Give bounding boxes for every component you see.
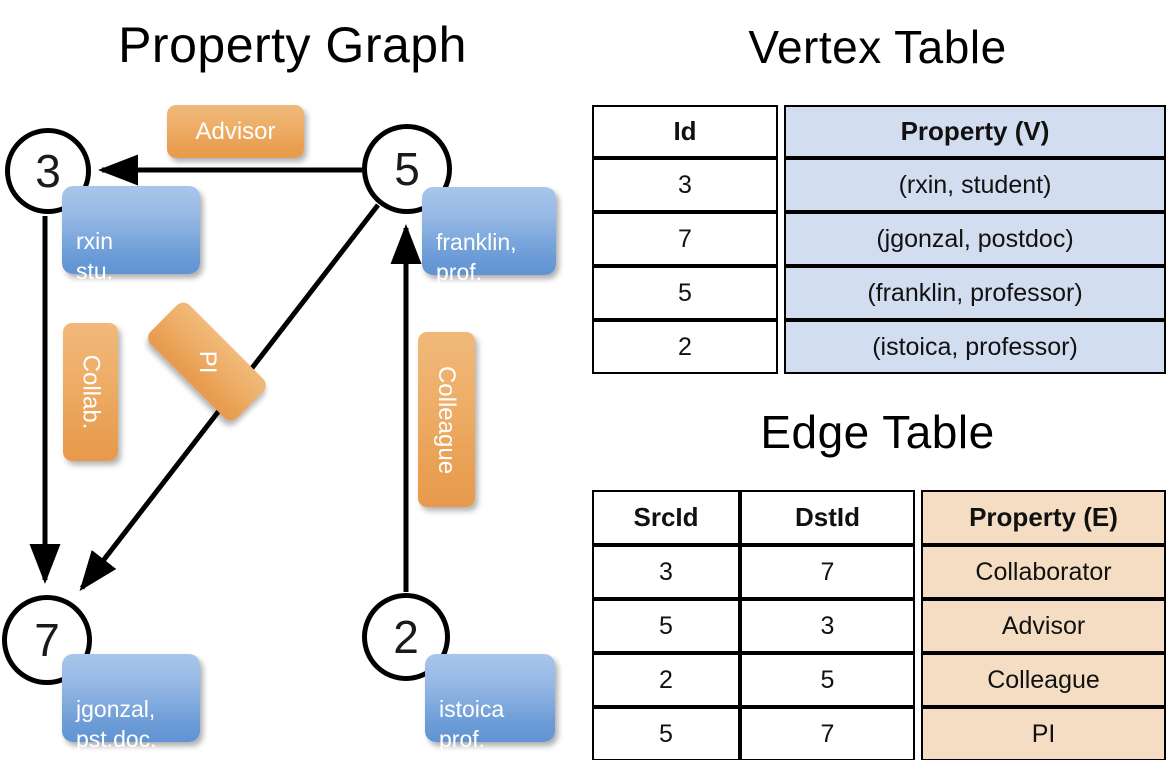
vertex-table-cell-property: (rxin, student) — [898, 170, 1052, 199]
graph-node-5-label: 5 — [394, 143, 420, 195]
edge-label-advisor-text: Advisor — [195, 117, 276, 145]
vertex-table-header-id: Id — [592, 105, 778, 158]
node-property-box-jgonzal: jgonzal, pst.doc. — [62, 654, 200, 752]
edge-table-cell-property: Advisor — [1001, 611, 1086, 640]
node-property-box-franklin: franklin, prof. — [422, 187, 556, 285]
edge-table-row: Collaborator — [921, 545, 1166, 599]
vertex-table-cell-id: 3 — [678, 170, 692, 199]
vertex-table-cell-id: 2 — [678, 332, 692, 361]
edge-table-header-property-label: Property (E) — [969, 502, 1118, 532]
edge-table-row: 5 — [740, 653, 915, 707]
vertex-table-row: (franklin, professor) — [784, 266, 1166, 320]
property-graph-diagram: 3 5 7 2 rxin stu. franklin, prof. jgonza… — [2, 105, 556, 752]
edge-table-row: 5 — [592, 707, 740, 760]
edge-table-row: 2 — [592, 653, 740, 707]
node-property-text-3: rxin stu. — [76, 228, 114, 284]
vertex-table-header-id-label: Id — [673, 116, 697, 146]
edge-label-colleague: Colleague — [418, 332, 475, 507]
edge-table-header-dstid-label: DstId — [795, 502, 860, 532]
vertex-table-cell-id: 7 — [678, 224, 692, 253]
edge-table-cell-srcid: 3 — [659, 557, 673, 586]
edge-table-cell-srcid: 5 — [659, 611, 673, 640]
edge-table-cell-dstid: 7 — [820, 719, 835, 748]
vertex-table-row: 5 — [592, 266, 778, 320]
edge-table-row: Advisor — [921, 599, 1166, 653]
vertex-table-cell-id: 5 — [678, 278, 692, 307]
edge-table-row: 5 — [592, 599, 740, 653]
edge-table-header-property: Property (E) — [921, 490, 1166, 545]
page-title-vertex-table: Vertex Table — [748, 21, 1007, 73]
vertex-table-row: (jgonzal, postdoc) — [784, 212, 1166, 266]
edge-table-header-srcid-label: SrcId — [633, 502, 699, 532]
vertex-table-row: 3 — [592, 158, 778, 212]
graph-node-2-label: 2 — [393, 611, 419, 663]
edge-label-collab-text: Collab. — [77, 354, 105, 430]
edge-table-cell-property: PI — [1031, 719, 1056, 748]
edge-table-header-dstid: DstId — [740, 490, 915, 545]
vertex-table-row: (rxin, student) — [784, 158, 1166, 212]
vertex-table-row: (istoica, professor) — [784, 320, 1166, 374]
edge-table-row: 3 — [740, 599, 915, 653]
edge-table-row: PI — [921, 707, 1166, 760]
node-property-box-istoica: istoica prof. — [425, 654, 555, 752]
edge-table-row: 7 — [740, 545, 915, 599]
edge-table-cell-dstid: 7 — [820, 557, 835, 586]
edge-table-cell-property: Collaborator — [975, 557, 1112, 586]
edge-label-colleague-text: Colleague — [433, 365, 461, 474]
vertex-table-row: 7 — [592, 212, 778, 266]
vertex-table-cell-property: (franklin, professor) — [867, 278, 1083, 307]
graph-node-3[interactable]: 3 — [5, 128, 91, 214]
page-title-edge-table: Edge Table — [760, 406, 995, 458]
edge-table-cell-dstid: 3 — [820, 611, 835, 640]
edge-label-pi-text: PI — [194, 350, 221, 373]
edge-label-collab: Collab. — [63, 323, 118, 461]
vertex-table-cell-property: (jgonzal, postdoc) — [876, 224, 1074, 253]
graph-node-7-label: 7 — [34, 614, 60, 666]
edge-table-cell-dstid: 5 — [820, 665, 835, 694]
edge-table-cell-srcid: 5 — [659, 719, 673, 748]
vertex-table-row: 2 — [592, 320, 778, 374]
edge-table-cell-property: Colleague — [987, 665, 1100, 694]
edge-table-row: Colleague — [921, 653, 1166, 707]
graph-node-3-label: 3 — [35, 145, 61, 197]
node-property-box-rxin: rxin stu. — [62, 186, 200, 284]
page-title-property-graph: Property Graph — [118, 17, 467, 73]
edge-table-cell-srcid: 2 — [659, 665, 673, 694]
node-property-text-2: istoica prof. — [439, 696, 505, 752]
vertex-table-header-property: Property (V) — [784, 105, 1166, 158]
vertex-table-cell-property: (istoica, professor) — [872, 332, 1078, 361]
edge-table-row: 7 — [740, 707, 915, 760]
edge-table-row: 3 — [592, 545, 740, 599]
node-property-text-5: franklin, prof. — [436, 229, 517, 285]
node-property-text-7: jgonzal, pst.doc. — [76, 696, 157, 752]
vertex-table-header-property-label: Property (V) — [900, 116, 1050, 146]
edge-label-advisor: Advisor — [167, 105, 304, 158]
edge-table-header-srcid: SrcId — [592, 490, 740, 545]
